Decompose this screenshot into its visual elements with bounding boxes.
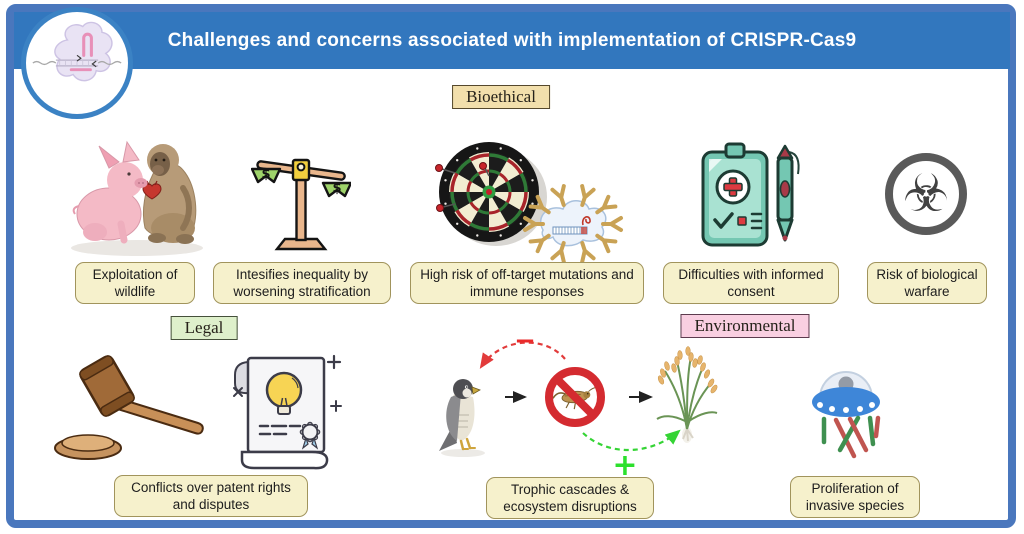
falcon bbox=[439, 379, 485, 457]
cas9-antibody-complex bbox=[523, 184, 623, 264]
category-bioethical: Bioethical bbox=[452, 85, 550, 109]
label-informed-consent: Difficulties with informed consent bbox=[663, 262, 839, 304]
header-bar: Challenges and concerns associated with … bbox=[14, 12, 1010, 69]
figure-title: Challenges and concerns associated with … bbox=[167, 29, 857, 51]
minus-sign: − bbox=[514, 333, 536, 356]
trophic-cascade-diagram: − + bbox=[439, 333, 718, 478]
dartboard bbox=[435, 142, 547, 246]
seal bbox=[299, 421, 321, 450]
category-legal: Legal bbox=[170, 316, 238, 340]
positive-feedback-arrow bbox=[582, 429, 681, 452]
label-invasive-species: Proliferation of invasive species bbox=[790, 476, 920, 518]
rice-plant bbox=[656, 346, 718, 443]
right-pan: $ bbox=[321, 181, 351, 198]
sparkle-plus bbox=[330, 400, 342, 412]
pig-and-monkey-icon bbox=[71, 140, 203, 256]
label-inequality: Intesifies inequality by worsening strat… bbox=[213, 262, 391, 304]
patent-scroll-icon bbox=[233, 354, 342, 470]
biohazard-icon: ☣ bbox=[885, 153, 967, 235]
left-pan: $ bbox=[251, 167, 282, 184]
dollar-glyph: $ bbox=[332, 181, 341, 196]
dollar-glyph: $ bbox=[261, 167, 270, 182]
dartboard-antibodies-icon bbox=[435, 142, 623, 264]
label-trophic-cascades: Trophic cascades & ecosystem disruptions bbox=[486, 477, 654, 519]
crispr-logo bbox=[21, 7, 133, 119]
category-environmental: Environmental bbox=[680, 314, 810, 338]
money-scale-icon: $ $ bbox=[251, 158, 351, 251]
invasive-species-sticks bbox=[821, 415, 881, 459]
ufo-invasive-species-icon bbox=[812, 371, 881, 459]
label-wildlife-exploitation: Exploitation of wildlife bbox=[75, 262, 195, 304]
label-patent-conflicts: Conflicts over patent rights and dispute… bbox=[114, 475, 308, 517]
negative-feedback-arrow bbox=[479, 341, 566, 369]
sparkle-plus bbox=[326, 354, 342, 370]
banned-insect bbox=[545, 367, 605, 427]
gavel-icon bbox=[54, 355, 204, 460]
label-off-target-mutations: High risk of off-target mutations and im… bbox=[410, 262, 644, 304]
crispr-cas9-icon bbox=[32, 21, 122, 82]
biohazard-glyph: ☣ bbox=[903, 164, 950, 224]
clipboard-pen-icon bbox=[701, 142, 800, 247]
label-biological-warfare: Risk of biological warfare bbox=[867, 262, 987, 304]
plus-sign: + bbox=[612, 448, 637, 478]
pen bbox=[776, 144, 800, 242]
sparkle-x bbox=[233, 387, 243, 397]
stray-darts bbox=[435, 162, 490, 212]
